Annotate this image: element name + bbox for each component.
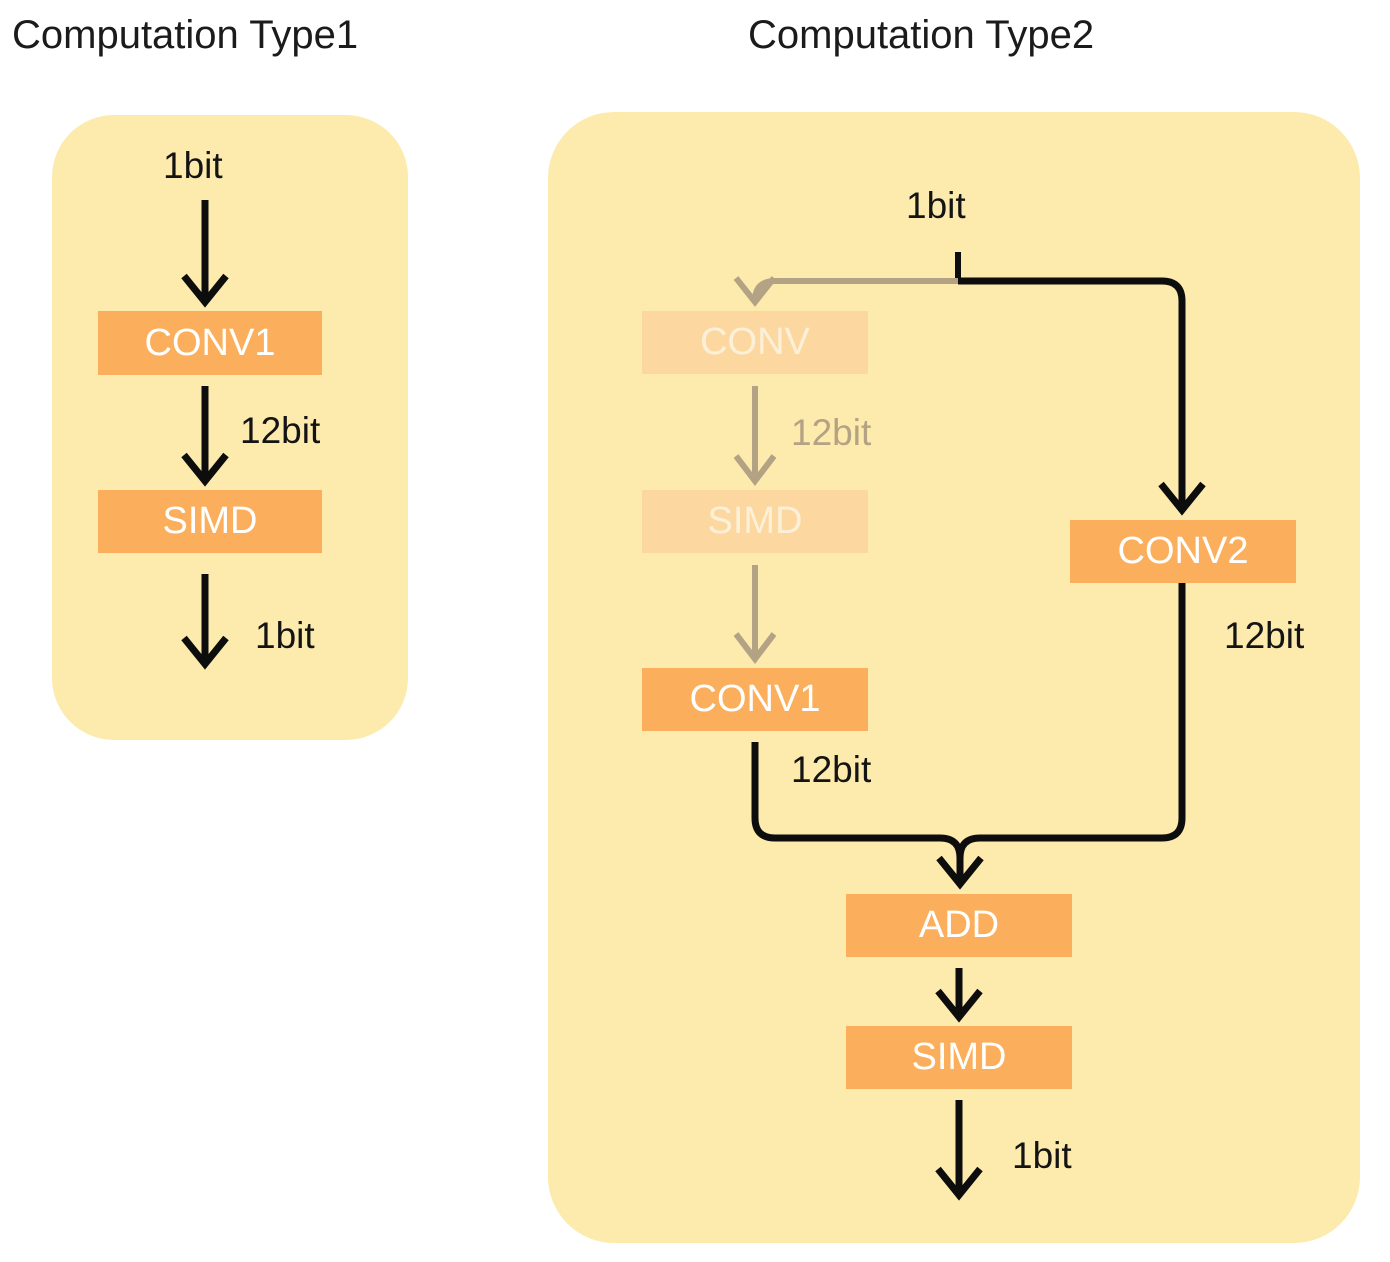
type2-edge-conv1-to-add-label: 12bit — [791, 749, 872, 790]
type2-merge-junction-right — [956, 834, 981, 859]
type2-block-add[interactable] — [846, 894, 1072, 957]
panel-type2-background — [548, 112, 1360, 1243]
title-computation-type1: Computation Type1 — [12, 13, 358, 57]
type2-input-bit-label: 1bit — [906, 185, 966, 226]
type2-edge-conv1-to-add — [751, 742, 940, 842]
type2-block-conv2[interactable] — [1070, 520, 1296, 583]
type2-block-conv1-label: CONV1 — [690, 678, 821, 720]
type1-edge-conv1-to-simd-label: 12bit — [240, 410, 321, 451]
type1-block-simd-label: SIMD — [163, 500, 258, 542]
type2-edge-simd-faded-to-conv1-arrowhead — [733, 632, 777, 664]
type2-edge-simd-to-output-arrowhead — [935, 1166, 983, 1201]
type2-edge-conv2-to-add-label: 12bit — [1224, 615, 1305, 656]
type2-block-add-label: ADD — [919, 904, 999, 946]
type1-block-conv1[interactable] — [98, 311, 322, 375]
title-computation-type2: Computation Type2 — [748, 13, 1094, 57]
type2-edge-conv-to-simd-faded-arrowhead — [733, 454, 777, 486]
type1-block-simd[interactable] — [98, 490, 322, 553]
panel-type1-background — [52, 115, 408, 740]
type2-block-conv-faded[interactable] — [642, 311, 868, 374]
type2-block-conv2-label: CONV2 — [1118, 530, 1249, 572]
type1-edge-conv1-to-simd-arrowhead — [181, 452, 229, 487]
type2-block-conv1[interactable] — [642, 668, 868, 731]
type1-edge-input-to-conv1-arrowhead — [181, 273, 229, 308]
type2-edge-input-to-conv2 — [958, 277, 1186, 508]
type2-edge-add-to-simd-arrowhead — [935, 988, 983, 1023]
type1-block-conv1-label: CONV1 — [145, 322, 276, 364]
type2-block-conv-faded-label: CONV — [700, 321, 810, 363]
type2-edge-conv-to-simd-faded-label: 12bit — [791, 412, 872, 453]
type2-output-bit-label: 1bit — [1012, 1135, 1072, 1176]
type2-merge-arrowhead — [936, 855, 984, 890]
type2-edge-input-to-conv2-arrowhead — [1158, 481, 1206, 516]
type2-edge-input-to-conv-arrowhead — [733, 276, 777, 307]
type2-block-simd-label: SIMD — [912, 1036, 1007, 1078]
type1-input-bit-label: 1bit — [163, 145, 223, 186]
type2-block-simd-faded-label: SIMD — [708, 500, 803, 542]
type2-block-simd[interactable] — [846, 1026, 1072, 1089]
type1-edge-simd-to-output-arrowhead — [181, 635, 229, 670]
type2-block-simd-faded[interactable] — [642, 490, 868, 553]
type1-output-bit-label: 1bit — [255, 615, 315, 656]
type2-edge-conv2-to-add — [980, 583, 1186, 842]
